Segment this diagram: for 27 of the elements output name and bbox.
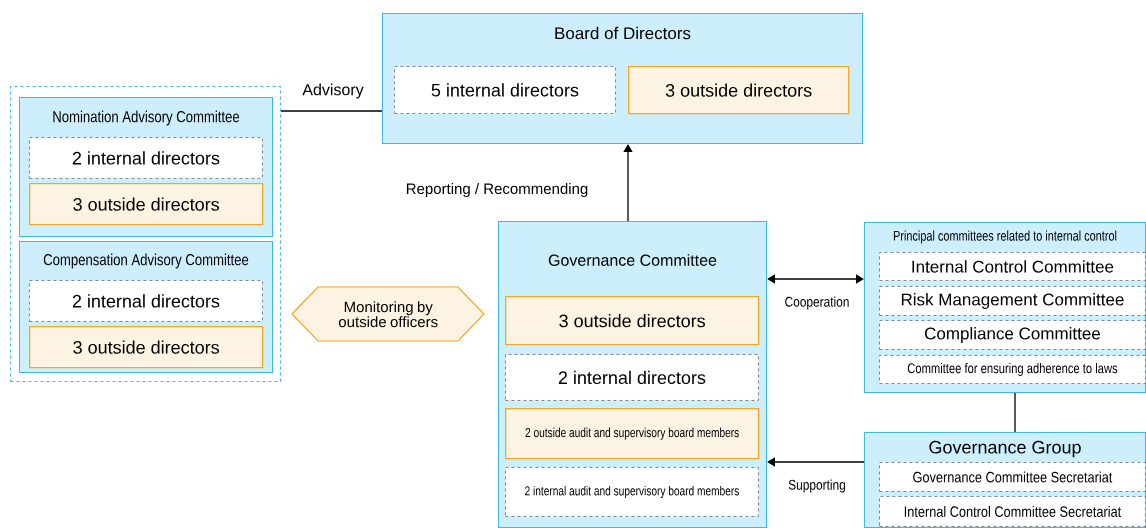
member-box: Internal Control Committee Secretariat [879,496,1146,527]
dashed-frame [10,86,281,382]
member-box: 2 internal directors [29,280,263,322]
member-box: 2 internal directors [29,137,263,179]
edge-label: Reporting / Recommending [404,182,590,198]
connector-line [1014,392,1016,433]
member-box: 2 outside audit and supervisory board members [505,408,760,460]
member-box: 5 internal directors [394,66,616,114]
monitoring-hexagon: Monitoring by outside officers [291,286,485,342]
member-box: 2 internal directors [505,354,759,401]
member-box: 2 internal audit and supervisory board members [505,467,759,517]
member-box: 3 outside directors [628,66,850,115]
member-box: Internal Control Committee [879,252,1146,281]
arrow [767,274,864,284]
arrow [623,144,633,222]
edge-label: Cooperation [783,295,851,311]
member-box: Governance Committee Secretariat [879,462,1146,492]
edge-label: Supporting [787,478,847,494]
member-box: Compliance Committee [879,320,1146,350]
connector-line [280,110,383,112]
member-box: 3 outside directors [29,326,264,369]
member-box: Committee for ensuring adherence to laws [879,355,1146,384]
member-box: 3 outside directors [505,296,760,346]
member-box: 3 outside directors [29,183,264,226]
arrow [767,457,865,467]
edge-label: Advisory [301,82,365,100]
member-box: Risk Management Committee [879,286,1146,316]
